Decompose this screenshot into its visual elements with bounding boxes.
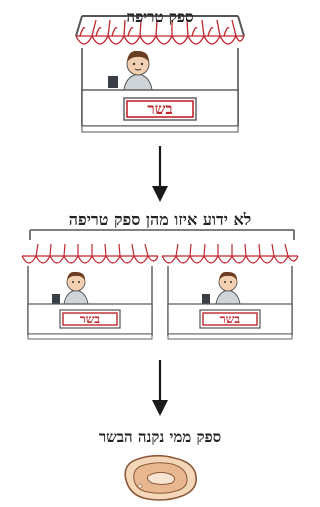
down-arrow-icon [152,146,168,202]
group-bracket [29,229,295,240]
vendor-figure-right [215,271,241,305]
awning [75,19,245,45]
stall-left-sign: בשר [79,312,101,326]
middle-title: לא ידוע איזו מהן ספק טריפה [68,210,252,229]
vendor-figure-left [63,271,89,305]
top-stall-sign: בשר [147,100,173,118]
top-stall-title: ספק טריפה [126,8,194,26]
steak-icon [124,454,198,501]
stall-right-sign: בשר [219,312,241,326]
stall-left [20,238,160,342]
top-stall [72,6,248,136]
vendor-figure [123,50,153,91]
stall-illustration [75,15,245,133]
stall-right [160,238,300,342]
down-arrow-icon [152,360,168,416]
bottom-caption: ספק ממי נקנה הבשר [98,428,222,446]
